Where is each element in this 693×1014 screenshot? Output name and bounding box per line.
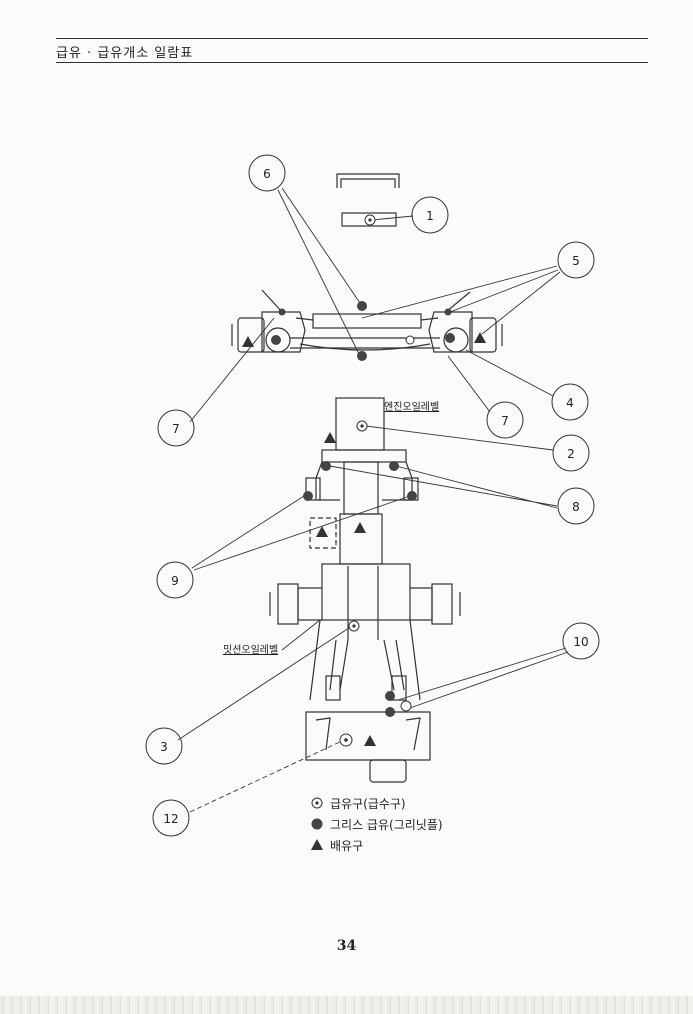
frame-body — [269, 397, 461, 640]
header-rule-bottom — [56, 62, 648, 63]
small-part — [341, 212, 397, 227]
callout-5: 5 — [557, 241, 595, 279]
grease-points — [271, 301, 455, 717]
scan-edge — [0, 996, 693, 1014]
callout-8: 8 — [557, 487, 595, 525]
legend-fill-text: 급유구(급수구) — [330, 797, 406, 811]
legend-drain: 배유구 — [311, 839, 363, 853]
engine-oil-level-label: 엔진오일레벨 — [384, 401, 439, 413]
legend: 급유구(급수구) 그리스 급유(그리닛플) 배유구 — [311, 797, 443, 853]
page-number: 34 — [336, 938, 357, 954]
svg-text:3: 3 — [160, 740, 168, 754]
legend-grease-text: 그리스 급유(그리닛플) — [330, 818, 443, 832]
bracket-part — [336, 173, 400, 188]
callout-7-right: 7 — [486, 401, 524, 439]
svg-text:1: 1 — [426, 209, 434, 223]
callout-4: 4 — [551, 383, 589, 421]
leader-lines — [177, 187, 569, 813]
svg-text:8: 8 — [572, 500, 580, 514]
callout-10: 10 — [562, 622, 600, 660]
callout-1: 1 — [411, 196, 449, 234]
fill-points — [339, 214, 415, 747]
callout-12: 12 — [152, 799, 190, 837]
svg-text:7: 7 — [501, 414, 509, 428]
front-axle — [231, 289, 503, 353]
callout-3: 3 — [145, 727, 183, 765]
svg-text:9: 9 — [171, 574, 179, 588]
callout-2: 2 — [552, 434, 590, 472]
mission-oil-level-label: 밋션오일레벨 — [223, 644, 278, 656]
fill-point-dots — [344, 218, 372, 742]
callout-9: 9 — [156, 561, 194, 599]
callout-6: 6 — [248, 154, 286, 192]
svg-text:5: 5 — [572, 254, 580, 268]
svg-text:2: 2 — [567, 447, 575, 461]
legend-drain-text: 배유구 — [330, 839, 363, 853]
svg-text:7: 7 — [172, 422, 180, 436]
svg-text:6: 6 — [263, 167, 271, 181]
header-rule-top — [56, 38, 648, 39]
svg-text:12: 12 — [163, 812, 178, 826]
legend-grease: 그리스 급유(그리닛플) — [311, 818, 443, 832]
drain-points — [242, 332, 486, 746]
svg-text:10: 10 — [573, 635, 588, 649]
legend-fill: 급유구(급수구) — [311, 797, 406, 811]
page-title: 급유 · 급유개소 일람표 — [56, 46, 194, 61]
grease-point-icon — [311, 818, 323, 830]
callout-7-left: 7 — [157, 409, 195, 447]
drain-point-icon — [311, 839, 323, 850]
page-header: 급유 · 급유개소 일람표 — [56, 38, 648, 66]
svg-text:4: 4 — [566, 396, 574, 410]
